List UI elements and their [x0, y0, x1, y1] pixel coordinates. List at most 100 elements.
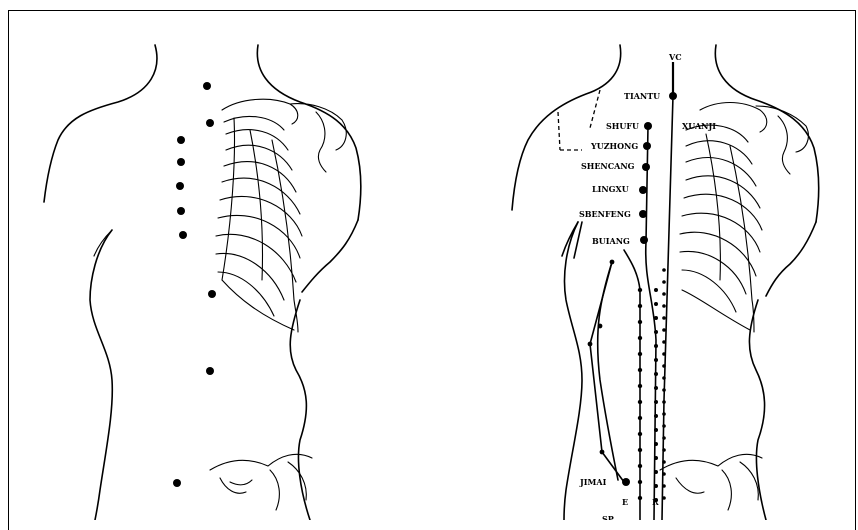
left-ribcage [216, 99, 346, 332]
vc-line-dot-414 [662, 412, 666, 416]
vc-line-dot-402 [662, 400, 666, 404]
vc-line-dot-342 [662, 340, 666, 344]
acupoint-dot-1 [669, 92, 677, 100]
right-arm-inner [766, 222, 816, 296]
label-vc: VC [668, 52, 682, 62]
sp-line-dot-1 [610, 260, 615, 265]
st-line-dot-434 [638, 432, 642, 436]
left-torso [44, 45, 361, 520]
sp-line-dot-4 [600, 450, 605, 455]
acupoint-dot-4 [642, 163, 650, 171]
vc-line-dot-306 [662, 304, 666, 308]
ki-line-dot-318 [654, 316, 658, 320]
right-dashed-clavicle-1 [558, 112, 560, 150]
st-line-dot-370 [638, 368, 642, 372]
label-shenfeng: SBENFENG [579, 209, 631, 219]
ki-line-dot-360 [654, 358, 658, 362]
st-line-dot-290 [638, 288, 642, 292]
right-pelvis [660, 454, 762, 510]
ki-line-dot-486 [654, 484, 658, 488]
left-point-10 [173, 479, 181, 487]
ki-line-dot-416 [654, 414, 658, 418]
label-shufu: SHUFU [606, 121, 639, 131]
left-point-9 [206, 367, 214, 375]
vc-line-dot-438 [662, 436, 666, 440]
st-line-dot-418 [638, 416, 642, 420]
label-buiang: BUIANG [592, 236, 630, 246]
left-point-1 [203, 82, 211, 90]
acupoint-dot-6 [639, 210, 647, 218]
ki-line-dot-472 [654, 470, 658, 474]
vc-line-dot-486 [662, 484, 666, 488]
vc-line-dot-474 [662, 472, 666, 476]
left-point-4 [177, 158, 185, 166]
ki-line-lower [646, 242, 656, 520]
vc-line-dot-318 [662, 316, 666, 320]
acupoint-dot-3 [643, 142, 651, 150]
ki-line-dot-500 [654, 498, 658, 502]
st-line-dot-498 [638, 496, 642, 500]
right-side-left [564, 222, 582, 520]
st-line-dot-482 [638, 480, 642, 484]
acupoint-dot-5 [639, 186, 647, 194]
ki-line-dot-374 [654, 372, 658, 376]
label-yuzhong: YUZHONG [590, 141, 638, 151]
ki-line-dot-388 [654, 386, 658, 390]
left-neck-left [44, 45, 157, 202]
st-line-dot-354 [638, 352, 642, 356]
ki-line-dot-430 [654, 428, 658, 432]
label-bottom-e: E [622, 497, 628, 507]
label-lingxu: LINGXU [592, 184, 629, 194]
ki-line-dot-304 [654, 302, 658, 306]
vc-line-dot-378 [662, 376, 666, 380]
ki-line-dot-346 [654, 344, 658, 348]
right-ribcage [680, 103, 808, 333]
right-dashed-clavicle-2 [590, 90, 600, 128]
left-points [173, 82, 216, 487]
left-point-5 [176, 182, 184, 190]
st-line-dot-306 [638, 304, 642, 308]
acupoint-dot-2 [644, 122, 652, 130]
acupoint-dot-7 [640, 236, 648, 244]
sp-line-dot-2 [598, 324, 603, 329]
vc-line-dot-354 [662, 352, 666, 356]
label-bottom-sp: SP [602, 514, 614, 520]
ki-line-dot-444 [654, 442, 658, 446]
left-point-3 [177, 136, 185, 144]
st-line-dot-386 [638, 384, 642, 388]
left-neck-right [257, 45, 360, 220]
st-line-dot-402 [638, 400, 642, 404]
vc-line-dot-450 [662, 448, 666, 452]
ki-line-dot-332 [654, 330, 658, 334]
vc-line-dot-282 [662, 280, 666, 284]
ki-line-dot-402 [654, 400, 658, 404]
left-arm-right-inner [302, 220, 358, 292]
left-point-8 [208, 290, 216, 298]
right-neck-right [715, 45, 818, 222]
label-tiantu: TIANTU [624, 91, 660, 101]
ki-line-dot-458 [654, 456, 658, 460]
st-line-dot-338 [638, 336, 642, 340]
vc-line-dot-390 [662, 388, 666, 392]
st-line-dot-450 [638, 448, 642, 452]
left-point-7 [179, 231, 187, 239]
st-line-dot-466 [638, 464, 642, 468]
vc-line-dot-330 [662, 328, 666, 332]
vc-line-lower [662, 96, 673, 520]
label-xuanji: XUANJI [682, 121, 716, 131]
left-pelvis [210, 454, 312, 510]
acupoint-dot-8 [622, 478, 630, 486]
vc-line-dot-498 [662, 496, 666, 500]
vc-line-dot-462 [662, 460, 666, 464]
label-jimai: JIMAI [579, 477, 607, 487]
sp-line-a [590, 262, 624, 482]
st-line-dot-322 [638, 320, 642, 324]
label-shencang: SHENCANG [581, 161, 635, 171]
ki-line-dot-290 [654, 288, 658, 292]
vc-line-dot-294 [662, 292, 666, 296]
vc-line-dot-270 [662, 268, 666, 272]
left-point-2 [206, 119, 214, 127]
left-side-left [90, 230, 112, 520]
left-side-right [290, 300, 310, 520]
